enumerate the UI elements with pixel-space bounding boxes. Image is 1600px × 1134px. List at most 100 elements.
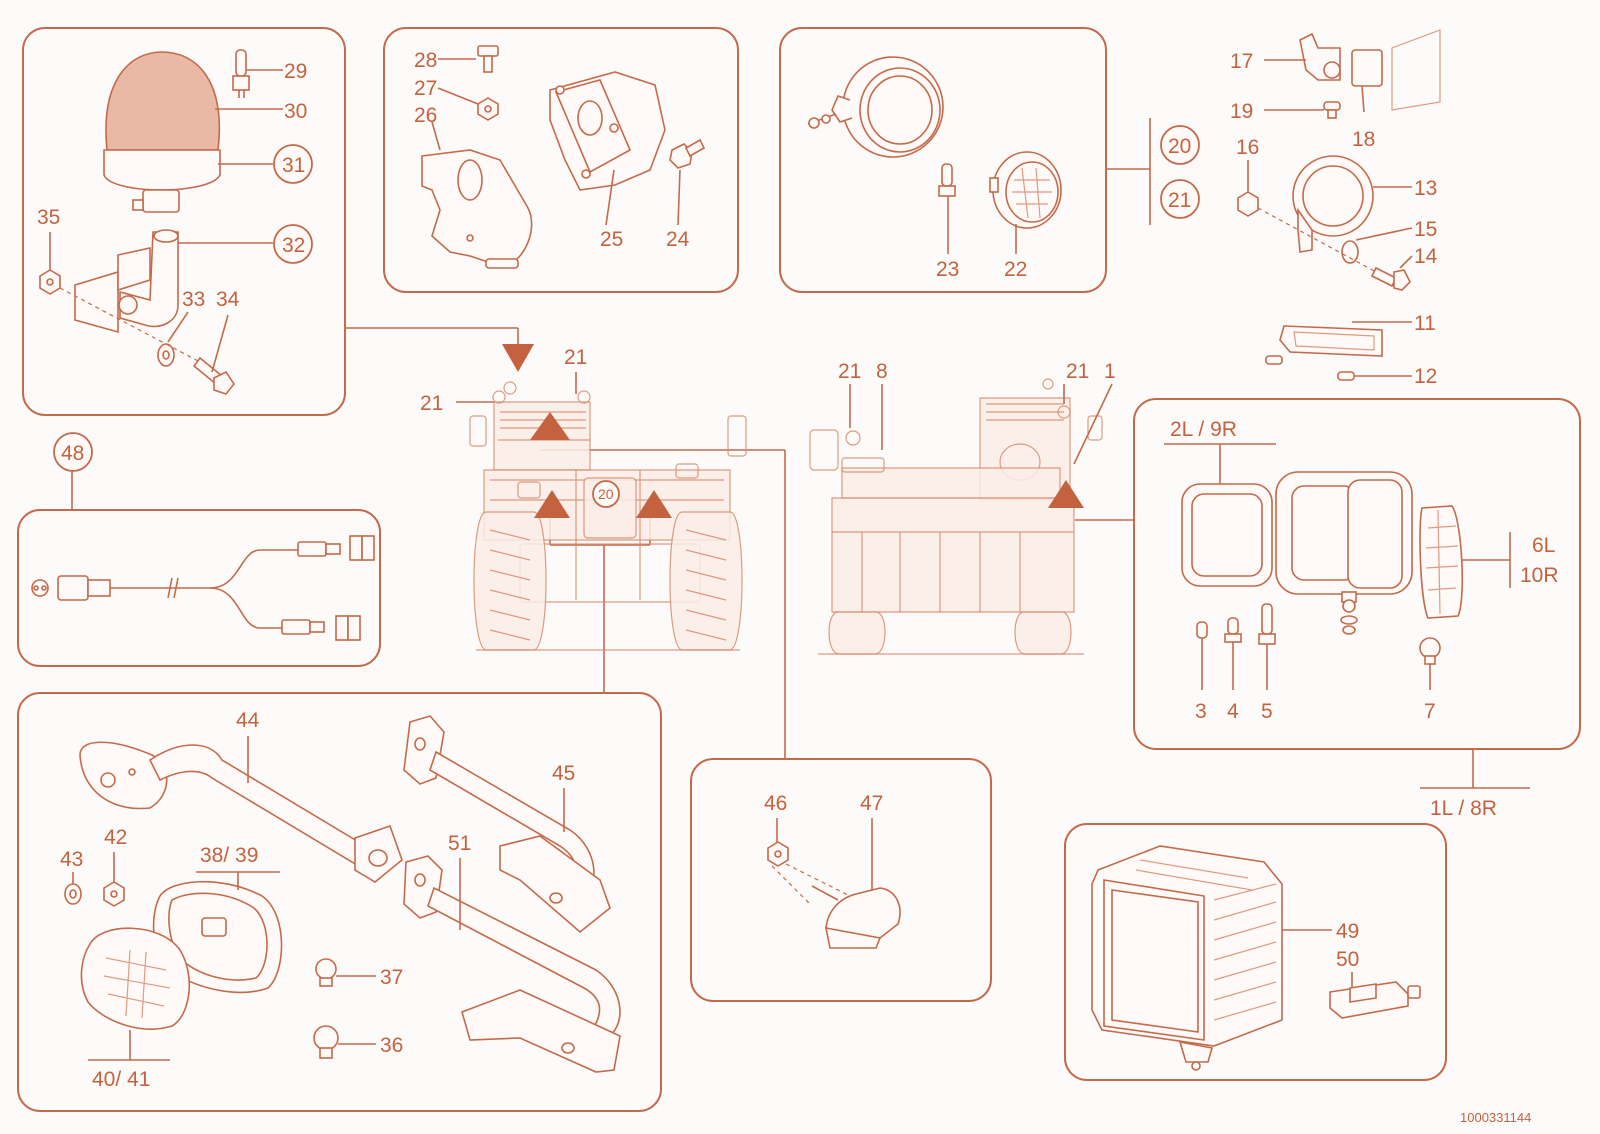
- rear-lamp-lens-6-10: [1419, 505, 1464, 619]
- headlamp-housing-1-8: [1275, 471, 1413, 635]
- beacon-lamp: [103, 51, 221, 213]
- panel-side-marker: [690, 758, 992, 1002]
- label-21-front-right: 21: [564, 346, 587, 369]
- label-18: 18: [1352, 128, 1375, 151]
- label-8: 8: [876, 360, 888, 383]
- label-15: 15: [1414, 218, 1437, 241]
- washer-33: [157, 343, 175, 367]
- bulb-36: [313, 1025, 339, 1059]
- bolt-24: [669, 138, 706, 169]
- bulb-4: [1224, 617, 1242, 690]
- arrow-markers-rear: [1048, 480, 1084, 508]
- washer-15: [1341, 240, 1359, 264]
- panel-mirror-arms: [17, 692, 662, 1112]
- callout-labels: 29 30 31 32 33 34 35 28 27 26 25 24 23 2…: [37, 49, 1559, 1125]
- side-marker-lamp-47: [811, 885, 901, 949]
- bolt-28: [477, 45, 499, 73]
- panel-led-worklight: [1064, 823, 1447, 1081]
- label-26: 26: [414, 104, 437, 127]
- callout-circle-21: [1160, 179, 1200, 219]
- callout-circle-31: [273, 144, 313, 184]
- panel-beacon: [22, 27, 346, 416]
- mounting-plate-18: [1391, 29, 1441, 111]
- label-49: 49: [1336, 920, 1359, 943]
- mirror-arm-45: [403, 715, 611, 934]
- beacon-mount-bracket: [74, 229, 179, 334]
- bulb-5: [1258, 603, 1276, 690]
- label-1: 1: [1104, 360, 1116, 383]
- machine-rear-view: [809, 378, 1103, 655]
- halogen-bulb-23: [938, 163, 956, 197]
- cover-plate-26: [421, 149, 533, 269]
- bolt-14: [1370, 266, 1411, 291]
- label-34: 34: [216, 288, 240, 311]
- label-21: 21: [1168, 189, 1191, 212]
- label-17: 17: [1230, 50, 1253, 73]
- label-7: 7: [1424, 700, 1436, 723]
- label-21-front-left: 21: [420, 392, 443, 415]
- bulb-7: [1419, 637, 1441, 690]
- label-24: 24: [666, 228, 690, 251]
- callout-circle-20-front: [592, 480, 620, 508]
- label-40-41: 40/ 41: [92, 1068, 150, 1091]
- label-51: 51: [448, 832, 471, 855]
- panel-harness: [17, 509, 381, 667]
- label-30: 30: [284, 100, 307, 123]
- round-worklight: [807, 56, 944, 158]
- label-20-front: 20: [598, 486, 614, 502]
- label-37: 37: [380, 966, 403, 989]
- wiring-harness: [31, 535, 375, 641]
- mirror-arm-51: [403, 855, 621, 1073]
- headlamp-lens-2-9: [1181, 483, 1273, 587]
- bolt-34: [192, 356, 235, 395]
- switch-17: [1299, 32, 1383, 87]
- label-33: 33: [182, 288, 205, 311]
- label-48: 48: [61, 442, 84, 465]
- callout-circle-32: [273, 224, 313, 264]
- label-23: 23: [936, 258, 959, 281]
- label-14: 14: [1414, 245, 1438, 268]
- bulb-3: [1196, 621, 1208, 690]
- callout-circle-20: [1160, 125, 1200, 165]
- label-36: 36: [380, 1034, 403, 1057]
- panel-worklight: [779, 27, 1107, 293]
- label-31: 31: [282, 154, 305, 177]
- label-47: 47: [860, 792, 883, 815]
- callout-circle-48: [53, 432, 93, 472]
- label-35: 35: [37, 206, 60, 229]
- label-46: 46: [764, 792, 787, 815]
- label-1l-8r: 1L / 8R: [1430, 797, 1497, 820]
- marker-lens-40-41: [80, 927, 191, 1030]
- nut-27: [477, 97, 499, 121]
- arrow-markers-front: [502, 344, 672, 518]
- nut-16: [1237, 191, 1259, 217]
- label-43: 43: [60, 848, 83, 871]
- label-38-39: 38/ 39: [200, 844, 258, 867]
- label-13: 13: [1414, 177, 1437, 200]
- label-12: 12: [1414, 365, 1437, 388]
- led-worklight-49: [1091, 845, 1283, 1071]
- mirror-arm-44: [79, 741, 403, 883]
- label-42: 42: [104, 826, 127, 849]
- document-number: 1000331144: [1460, 1110, 1531, 1125]
- screw-19: [1323, 101, 1341, 119]
- nut-46: [767, 841, 789, 867]
- label-29: 29: [284, 60, 307, 83]
- label-10r: 10R: [1520, 564, 1559, 587]
- label-19: 19: [1230, 100, 1253, 123]
- panel-connector-lines: [71, 118, 1530, 789]
- label-28: 28: [414, 49, 437, 72]
- label-44: 44: [236, 709, 260, 732]
- label-6l: 6L: [1532, 534, 1555, 557]
- connector-50: [1329, 981, 1421, 1019]
- label-45: 45: [552, 762, 575, 785]
- label-5: 5: [1261, 700, 1273, 723]
- bulb-37: [315, 958, 337, 987]
- label-2l-9r: 2L / 9R: [1170, 418, 1237, 441]
- machine-front-view: [469, 381, 747, 651]
- nut-35: [39, 269, 61, 295]
- nut-42: [103, 881, 125, 907]
- label-16: 16: [1236, 136, 1259, 159]
- halogen-bulb-29: [232, 49, 250, 98]
